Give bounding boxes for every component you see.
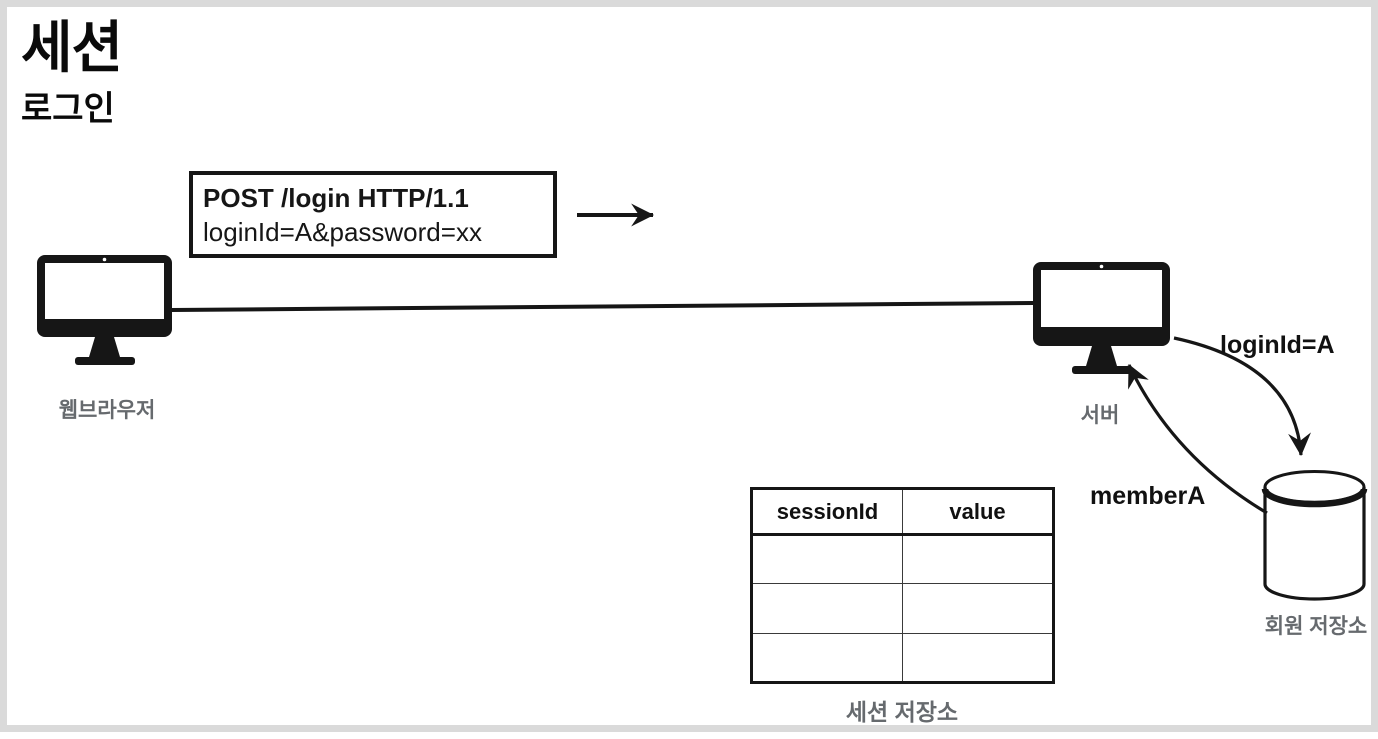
table-cell <box>751 632 903 683</box>
http-request-line2: loginId=A&password=xx <box>203 217 482 247</box>
loginid-edge-label: loginId=A <box>1220 331 1335 359</box>
http-request-line1: POST /login HTTP/1.1 <box>203 183 469 213</box>
session-table-header-value: value <box>902 488 1054 536</box>
session-table: sessionId value <box>750 487 1055 684</box>
page-title: 세션 <box>21 16 123 79</box>
table-cell <box>751 583 903 634</box>
table-cell <box>751 533 903 585</box>
membera-arrow <box>1127 364 1268 515</box>
database-icon <box>1261 470 1368 601</box>
browser-label: 웹브라우저 <box>58 399 156 422</box>
table-row <box>751 632 1054 683</box>
table-row <box>751 583 1054 634</box>
membera-edge-label: memberA <box>1090 482 1206 510</box>
session-table-header-row: sessionId value <box>751 488 1054 536</box>
browser-monitor-icon <box>37 255 172 365</box>
table-row <box>751 533 1054 585</box>
server-label: 서버 <box>1080 404 1120 427</box>
loginid-arrow <box>1173 336 1311 457</box>
session-store-label: 세션 저장소 <box>845 699 959 725</box>
table-cell <box>902 632 1054 683</box>
diagram-graphics <box>37 203 1368 601</box>
table-cell <box>902 533 1054 585</box>
browser-server-connector-line <box>171 301 1034 312</box>
http-request-box: POST /login HTTP/1.1 loginId=A&password=… <box>189 171 557 258</box>
table-cell <box>902 583 1054 634</box>
member-store-label: 회원 저장소 <box>1264 615 1368 638</box>
server-monitor-icon <box>1033 262 1170 374</box>
session-table-header-sessionid: sessionId <box>751 488 903 536</box>
page-subtitle: 로그인 <box>21 90 115 128</box>
